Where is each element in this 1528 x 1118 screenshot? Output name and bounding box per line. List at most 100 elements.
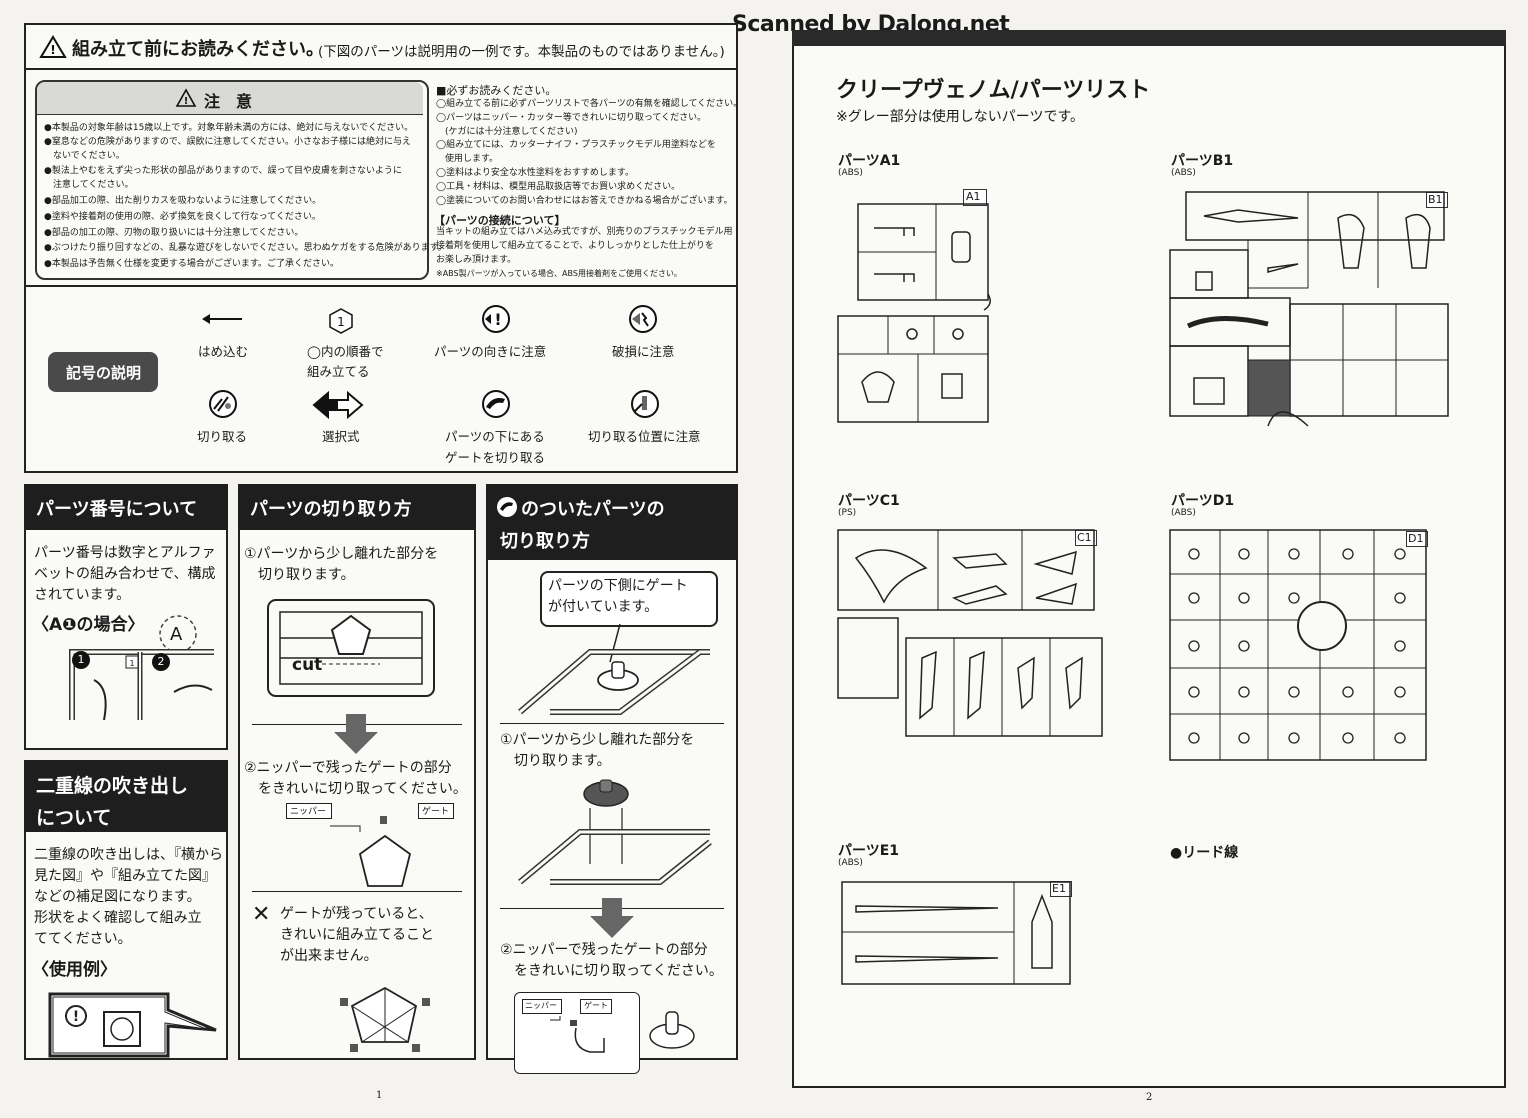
svg-text:!: ! (73, 1009, 79, 1025)
runner-c1-material: (PS) (838, 508, 857, 518)
caution-header (37, 82, 423, 115)
gate-step1: ①パーツから少し離れた部分を 切り取ります。 (500, 730, 694, 772)
runner-d1-tag-label: D1 (1408, 532, 1424, 545)
part-circle-2: 2 (152, 653, 170, 671)
gate-bubble (540, 571, 718, 627)
caution-item: ●本製品は予告無く仕様を変更する場合がございます。ご了承ください。 (44, 259, 339, 270)
runner-b1-tag-label: B1 (1428, 193, 1443, 206)
warning-line: きれいに組み立てること (280, 927, 434, 943)
body-line: などの補足図になります。 (34, 889, 201, 905)
double-arrow-icon (312, 390, 364, 420)
caution-item: ●塗料や接着剤の使用の際、必ず換気を良くして行なってください。 (44, 211, 321, 222)
symbol-caption: 破損に注意 (612, 344, 675, 359)
symbol-caption: 切り取る位置に注意 (588, 429, 701, 444)
warning-line: ゲートが残っていると、 (280, 906, 433, 922)
must-read-list: ◯組み立てる前に必ずパーツリストで各パーツの有無を確認してください。 ◯パーツは… (436, 98, 742, 208)
cutting-warning: ゲートが残っていると、 きれいに組み立てること が出来ません。 (280, 904, 434, 967)
cut-illustration (267, 599, 435, 697)
caution-item: ●本製品の対象年齢は15歳以上です。対象年齢未満の方には、絶対に与えないでくださ… (44, 123, 414, 133)
intro-subtitle: (下図のパーツは説明用の一例です。本製品のものではありません。) (318, 44, 725, 60)
runner-e1-tag-label: E1 (1052, 882, 1066, 895)
step-line: をきれいに切り取ってください。 (500, 963, 723, 979)
gate-parts-title: のついたパーツの (521, 499, 665, 520)
caution-item: 注意してください。 (44, 180, 134, 191)
svg-text:!: ! (184, 96, 189, 107)
page-number: 1 (376, 1090, 383, 1101)
connection-line: 接着剤を使用して組み立てることで、よりしっかりとした仕上がりを (436, 240, 714, 251)
symbol-caption: ゲートを切り取る (445, 450, 546, 465)
parts-list-note: ※グレー部分は使用しないパーツです。 (836, 109, 1085, 125)
gate-bubble-text: パーツの下側にゲート が付いています。 (548, 576, 688, 618)
runner-b1-name: パーツB1 (1171, 153, 1234, 169)
body-line: されています。 (34, 587, 131, 603)
hexagon-number-icon: 1 (329, 308, 353, 334)
connection-line: ※ABS製パーツが入っている場合、ABS用接着剤をご使用ください。 (436, 269, 682, 279)
runner-b1-diagram (1169, 191, 1449, 427)
symbol-caption: はめ込む (198, 344, 249, 359)
nipper-tag (286, 803, 332, 819)
caution-item: ないでください。 (44, 150, 125, 161)
gate-parts-title-2: 切り取り方 (500, 531, 590, 552)
part-number-letter: A (170, 624, 183, 645)
cut-label: cut (292, 655, 323, 675)
section-divider (252, 891, 462, 892)
part-number-body: パーツ番号は数字とアルファ ベットの組み合わせで、構成 されています。 (34, 543, 216, 606)
caution-list: ●本製品の対象年齢は15歳以上です。対象年齢未満の方には、絶対に与えないでくださ… (44, 122, 447, 272)
must-read-title: ■必ずお読みください。 (436, 84, 557, 97)
bubble-line: が付いています。 (548, 599, 659, 615)
bad-cut-illustration (340, 986, 430, 1052)
must-read-item: ◯塗料はより安全な水性塗料をおすすめします。 (436, 167, 634, 178)
caution-item: ●窒息などの危険がありますので、誤飲に注意してください。小さなお子様には絶対に与… (44, 136, 411, 147)
symbols-label: 記号の説明 (66, 364, 142, 382)
breakage-warning-icon (629, 305, 657, 333)
svg-text:1: 1 (337, 315, 345, 329)
runner-d1-tag (1406, 531, 1428, 547)
runner-a1-material: (ABS) (838, 168, 863, 178)
body-line: ベットの組み合わせで、構成 (34, 566, 216, 582)
svg-text:!: ! (50, 43, 55, 57)
must-read-item: ◯組み立てには、カッターナイフ・プラスチックモデル用塗料などを (436, 140, 716, 151)
cut-position-icon (631, 390, 659, 418)
must-read-item: 使用します。 (436, 154, 499, 165)
gate-cut-illustration (518, 779, 712, 885)
symbol-caption: 組み立てる (307, 364, 370, 379)
part-number-title: パーツ番号について (36, 499, 198, 520)
double-line-body: 二重線の吹き出しは、『横から 見た図』や『組み立てた図』 などの補足図になります… (34, 845, 223, 950)
must-read-item: ◯塗装についてのお問い合わせにはお答えできかねる場合がございます。 (436, 195, 733, 206)
must-read-item: (ケガには十分注意してください) (436, 126, 578, 137)
runner-e1-name: パーツE1 (838, 843, 900, 859)
cut-icon (209, 390, 237, 418)
connection-text: 当キットの組み立てはハメ込み式ですが、別売りのプラスチックモデル用 接着剤を使用… (436, 226, 732, 281)
cutting-header (238, 484, 476, 530)
must-read-item: ◯組み立てる前に必ずパーツリストで各パーツの有無を確認してください。 (436, 99, 743, 109)
svg-text:1: 1 (129, 659, 134, 668)
body-line: パーツ番号は数字とアルファ (34, 545, 216, 561)
step-line: ①パーツから少し離れた部分を (500, 732, 695, 748)
body-line: 見た図』や『組み立てた図』 (34, 868, 216, 884)
wrong-mark: ✕ (252, 902, 271, 927)
runner-d1-material: (ABS) (1171, 508, 1196, 518)
connection-line: 当キットの組み立てはハメ込み式ですが、別売りのプラスチックモデル用 (436, 227, 733, 237)
warning-icon: ! (39, 35, 67, 58)
gate-tag (418, 803, 454, 819)
nipper-label: ニッパー (290, 807, 327, 817)
step-line: ②ニッパーで残ったゲートの部分 (244, 760, 452, 776)
symbols-divider (24, 285, 738, 287)
nipper-tag (522, 999, 562, 1014)
lead-wire-label: ●リード線 (1170, 845, 1239, 861)
runner-e1-material: (ABS) (838, 858, 863, 868)
down-arrow-icon (334, 714, 378, 754)
body-line: 形状をよく確認して組み立 (34, 910, 202, 926)
bubble-line: パーツの下側にゲート (548, 578, 688, 594)
runner-a1-diagram (837, 203, 991, 423)
cutting-step1: ①パーツから少し離れた部分を 切り取ります。 (244, 544, 438, 586)
caution-warning-icon: ! (175, 88, 197, 107)
part-number-header (24, 484, 228, 530)
svg-text:!: ! (494, 310, 501, 329)
arrow-left-icon (202, 314, 242, 324)
runner-c1-tag-label: C1 (1077, 531, 1092, 544)
symbol-caption: 切り取る (197, 429, 248, 444)
top-bar (792, 30, 1506, 46)
runner-c1-diagram (837, 529, 1103, 737)
runner-d1-diagram (1169, 529, 1427, 761)
